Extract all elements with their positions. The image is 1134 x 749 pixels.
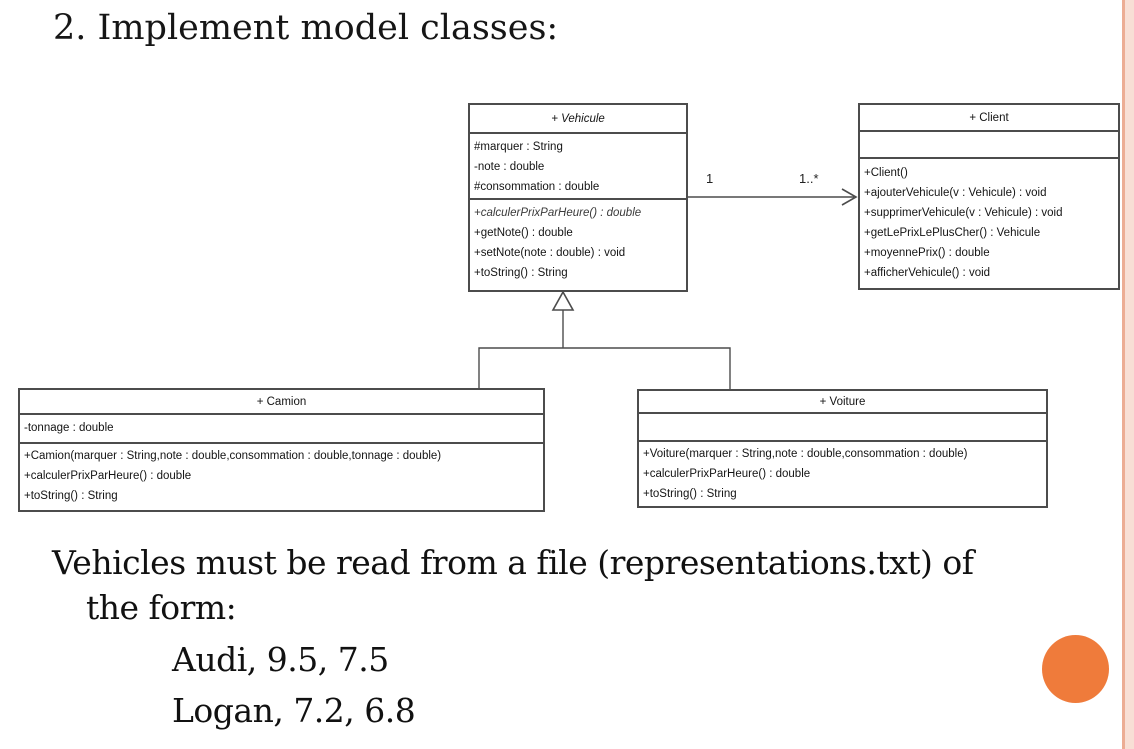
body-text-line2: the form: [86, 588, 237, 627]
class-title-voiture: + Voiture [819, 395, 866, 408]
page-title: 2. Implement model classes: [53, 8, 559, 48]
attributes-compartment-client [860, 130, 1118, 157]
association-multiplicity-target: 1..* [799, 171, 819, 186]
inheritance-triangle [551, 290, 575, 311]
methods-compartment-voiture: +Voiture(marquer : String,note : double,… [639, 440, 1046, 506]
attribute: #consommation : double [474, 181, 600, 193]
class-title-vehicule: + Vehicule [551, 112, 605, 125]
attribute: -tonnage : double [24, 422, 114, 434]
method: +calculerPrixParHeure() : double [474, 207, 642, 219]
method: +setNote(note : double) : void [474, 247, 626, 259]
uml-class-vehicule: + Vehicule #marquer : String -note : dou… [468, 103, 688, 292]
attribute: -note : double [474, 161, 545, 173]
association-multiplicity-source: 1 [706, 171, 714, 186]
method: +ajouterVehicule(v : Vehicule) : void [864, 187, 1047, 199]
method: +Voiture(marquer : String,note : double,… [643, 448, 968, 460]
method: +getNote() : double [474, 227, 573, 239]
method: +calculerPrixParHeure() : double [24, 470, 192, 482]
methods-compartment-vehicule: +calculerPrixParHeure() : double +getNot… [470, 198, 686, 290]
uml-class-camion: + Camion -tonnage : double +Camion(marqu… [18, 388, 545, 512]
class-title-client: + Client [969, 111, 1009, 124]
orange-circle-decoration [1042, 635, 1109, 703]
method: +calculerPrixParHeure() : double [643, 468, 811, 480]
method: +Client() [864, 167, 908, 179]
uml-class-client: + Client +Client() +ajouterVehicule(v : … [858, 103, 1120, 290]
method: +toString() : String [474, 267, 568, 279]
attributes-compartment-vehicule: #marquer : String -note : double #consom… [470, 132, 686, 198]
method: +toString() : String [24, 490, 118, 502]
attributes-compartment-camion: -tonnage : double [20, 413, 543, 442]
method: +getLePrixLePlusCher() : Vehicule [864, 227, 1041, 239]
method: +moyennePrix() : double [864, 247, 990, 259]
association-open-arrowhead [841, 188, 858, 206]
attributes-compartment-voiture [639, 412, 1046, 440]
method: +Camion(marquer : String,note : double,c… [24, 450, 442, 462]
method: +toString() : String [643, 488, 737, 500]
methods-compartment-camion: +Camion(marquer : String,note : double,c… [20, 442, 543, 510]
method: +supprimerVehicule(v : Vehicule) : void [864, 207, 1063, 219]
inheritance-branches [478, 347, 731, 389]
file-sample-line2: Logan, 7.2, 6.8 [172, 691, 416, 730]
file-sample-line1: Audi, 9.5, 7.5 [172, 640, 389, 679]
right-border-strip [1122, 0, 1134, 749]
body-text-line1: Vehicles must be read from a file (repre… [52, 543, 974, 582]
class-title-camion: + Camion [256, 395, 307, 408]
attribute: #marquer : String [474, 141, 563, 153]
methods-compartment-client: +Client() +ajouterVehicule(v : Vehicule)… [860, 157, 1118, 288]
uml-class-voiture: + Voiture +Voiture(marquer : String,note… [637, 389, 1048, 508]
method: +afficherVehicule() : void [864, 267, 991, 279]
